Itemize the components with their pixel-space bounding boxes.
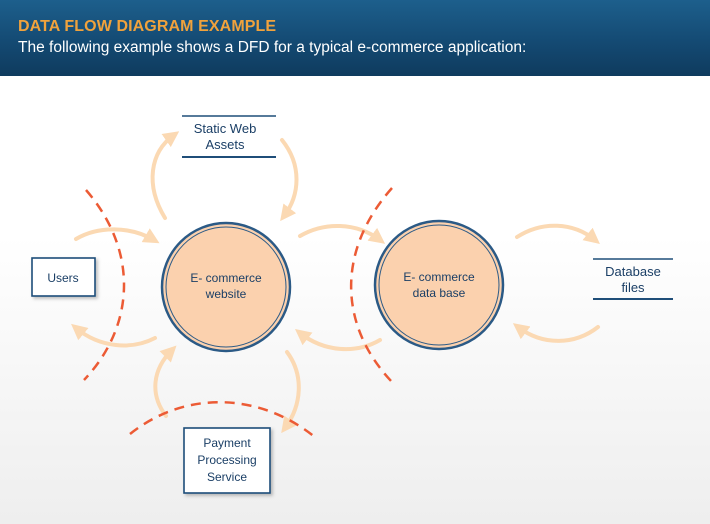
entity-payment-processing: Payment Processing Service <box>183 427 271 494</box>
flow-users-to-website <box>74 227 160 244</box>
flow-database-to-dbfiles <box>515 223 600 245</box>
datastore-dbfiles-label-2: files <box>621 280 645 295</box>
entity-payment-label-2: Processing <box>197 453 256 467</box>
process-website-label-1: E- commerce <box>190 271 262 285</box>
trust-boundary-database <box>349 187 393 383</box>
entity-payment-label-3: Service <box>207 470 247 484</box>
process-ecommerce-website: E- commerce website <box>160 221 292 353</box>
process-database-label-2: data base <box>413 286 466 300</box>
datastore-dbfiles-label-1: Database <box>605 264 661 279</box>
flow-payment-to-website <box>153 345 177 418</box>
trust-boundary-payment <box>129 401 317 439</box>
flow-website-to-users <box>71 323 157 348</box>
process-website-label-2: website <box>205 287 247 301</box>
entity-users: Users <box>31 257 96 297</box>
flow-website-to-database <box>298 224 386 244</box>
flow-dbfiles-to-database <box>512 323 600 343</box>
datastore-static-web-assets: Static Web Assets <box>182 115 276 158</box>
flow-website-to-payment <box>281 350 301 434</box>
process-database-label-1: E- commerce <box>403 270 475 284</box>
slide-title: DATA FLOW DIAGRAM EXAMPLE <box>18 18 277 35</box>
flow-website-to-static <box>150 131 180 220</box>
slide-subtitle: The following example shows a DFD for a … <box>18 39 527 56</box>
datastore-database-files: Database files <box>593 258 673 300</box>
trust-boundary-users <box>83 189 126 381</box>
flow-static-to-website <box>280 138 299 222</box>
slide-header: DATA FLOW DIAGRAM EXAMPLE The following … <box>0 0 710 76</box>
entity-payment-label-1: Payment <box>203 436 251 450</box>
data-flow-diagram: E- commerce website E- commerce data bas… <box>31 115 673 494</box>
entity-users-label: Users <box>47 271 78 285</box>
flow-database-to-website <box>294 329 382 352</box>
datastore-static-label-2: Assets <box>205 137 245 152</box>
datastore-static-label-1: Static Web <box>194 121 257 136</box>
process-ecommerce-database: E- commerce data base <box>373 219 505 351</box>
